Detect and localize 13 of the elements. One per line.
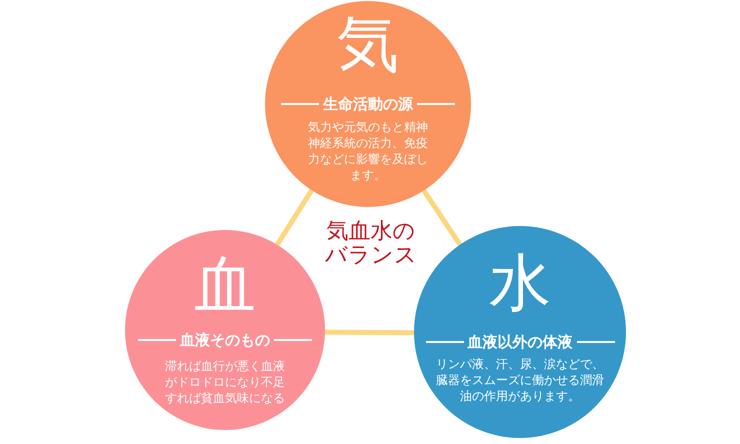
kanji-heading: 水 <box>489 246 551 319</box>
description-text: 気力や元気のもと精神神経系統の活力、免疫力などに影響を及ぼします。 <box>307 119 429 183</box>
connector-line <box>422 189 462 246</box>
connector-line <box>324 330 414 336</box>
description-text: 滞れば血行が悪く血液がドロドロになり不足すれば貧血気味になる <box>164 358 286 406</box>
subtitle: 血液そのもの <box>180 330 270 350</box>
description-text: リンパ液、汗、尿、涙などで、臓器をスムーズに働かせる潤滑油の作用があります。 <box>435 356 605 404</box>
subtitle: 生命活動の源 <box>323 94 413 114</box>
kanji-heading: 血 <box>194 248 256 321</box>
center-caption: 気血水のバランス <box>324 220 418 268</box>
kanji-heading: 気 <box>337 7 399 80</box>
subtitle: 血液以外の体液 <box>468 332 572 352</box>
connector-line <box>275 188 314 246</box>
